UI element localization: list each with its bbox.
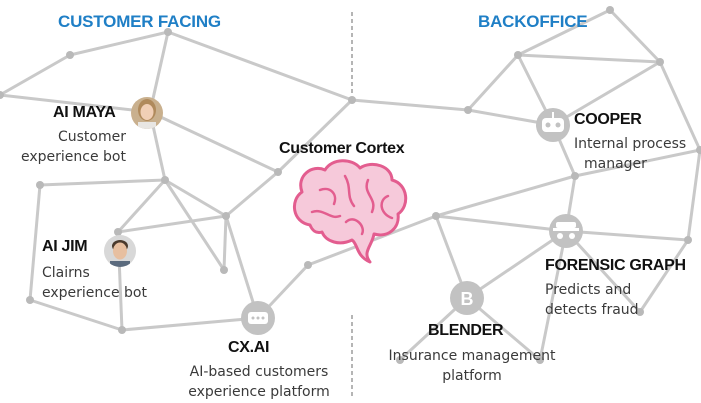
product-desc-ai-maya-line1: Customer [57, 129, 126, 145]
network-edge [516, 8, 612, 57]
b-badge-icon[interactable]: B [450, 281, 484, 315]
network-node [396, 356, 404, 364]
network-edge [350, 98, 470, 112]
product-desc-blender-line1: Insurance management [388, 348, 556, 364]
network-edge [465, 229, 568, 300]
section-heading-backoffice: BACKOFFICE [478, 12, 588, 31]
network-node [571, 172, 579, 180]
network-edge [166, 30, 354, 102]
network-node [164, 28, 172, 36]
network-node [606, 6, 614, 14]
network-edge [564, 229, 642, 314]
avatar-woman-icon[interactable] [131, 97, 163, 129]
network-edge [573, 148, 701, 178]
network-node [66, 51, 74, 59]
product-desc-cx-ai: AI-based customers experience platform [176, 362, 342, 402]
network-edge [120, 316, 260, 332]
product-desc-ai-maya: Customer experience bot [8, 127, 126, 167]
network-node [36, 181, 44, 189]
product-desc-blender: Insurance management platform [372, 346, 572, 386]
network-node [220, 266, 228, 274]
network-edge [658, 60, 701, 152]
network-edge [551, 60, 662, 127]
network-edge [434, 214, 568, 233]
network-edge [686, 148, 701, 242]
network-node [26, 296, 34, 304]
network-edge [276, 98, 354, 174]
network-node [514, 51, 522, 59]
network-node [118, 326, 126, 334]
section-heading-customer-facing: CUSTOMER FACING [58, 12, 221, 31]
network-edge [0, 93, 152, 114]
product-desc-blender-line2: platform [442, 368, 502, 384]
product-name-forensic-graph[interactable]: FORENSIC GRAPH [545, 257, 686, 274]
network-node [656, 58, 664, 66]
network-node [161, 176, 169, 184]
product-desc-forensic-graph-line2: detects fraud [545, 302, 639, 318]
avatar-man-icon[interactable] [104, 235, 136, 267]
spy-icon[interactable] [549, 214, 583, 248]
network-edge [222, 214, 228, 272]
network-node [222, 212, 230, 220]
network-edge [224, 170, 280, 218]
network-edge [434, 174, 577, 218]
network-edge [538, 229, 568, 362]
network-edge [466, 53, 520, 112]
product-desc-cooper-line1: Internal process [574, 136, 687, 152]
network-edge [68, 30, 170, 57]
svg-text:B: B [461, 289, 474, 309]
network-edge [28, 183, 42, 302]
network-edge [38, 178, 167, 187]
product-desc-forensic-graph-line1: Predicts and [545, 282, 632, 298]
network-edge [163, 178, 226, 272]
robot-icon[interactable] [536, 108, 570, 142]
network-node [536, 356, 544, 364]
product-desc-cooper-line2: manager [584, 156, 647, 172]
network-node [304, 261, 312, 269]
network-edge [116, 214, 228, 234]
network-node [274, 168, 282, 176]
network-node [114, 228, 122, 236]
product-name-cooper[interactable]: COOPER [574, 111, 642, 128]
network-node [684, 236, 692, 244]
network-edge [224, 214, 260, 320]
network-edge [148, 110, 280, 174]
product-desc-ai-jim-line1: Clairns [42, 265, 90, 281]
network-edge [116, 178, 167, 234]
product-name-cx-ai[interactable]: CX.AI [228, 339, 270, 356]
network-node [0, 91, 4, 99]
product-desc-cooper: Internal process manager [574, 134, 701, 174]
network-edge [608, 8, 662, 64]
chat-bubble-icon[interactable] [241, 301, 275, 335]
product-desc-ai-jim-line2: experience bot [42, 285, 147, 301]
network-edge [516, 53, 662, 64]
network-node [696, 146, 701, 154]
product-desc-ai-jim: Clairns experience bot [42, 263, 147, 303]
product-desc-forensic-graph: Predicts and detects fraud [545, 280, 639, 320]
network-edge [638, 238, 690, 314]
brain-icon [293, 159, 408, 264]
network-node [636, 308, 644, 316]
product-name-blender[interactable]: BLENDER [428, 322, 504, 339]
product-name-ai-maya[interactable]: AI MAYA [53, 104, 116, 121]
network-edge [564, 229, 690, 242]
network-node [464, 106, 472, 114]
product-desc-ai-maya-line2: experience bot [21, 149, 126, 165]
network-edge [28, 298, 124, 332]
network-node [432, 212, 440, 220]
network-edge [0, 53, 72, 97]
network-edge [163, 178, 228, 218]
network-node [348, 96, 356, 104]
center-title: Customer Cortex [279, 140, 405, 157]
product-desc-cx-ai-line2: experience platform [188, 384, 330, 400]
product-desc-cx-ai-line1: AI-based customers [189, 364, 329, 380]
product-name-ai-jim[interactable]: AI JIM [42, 238, 88, 255]
